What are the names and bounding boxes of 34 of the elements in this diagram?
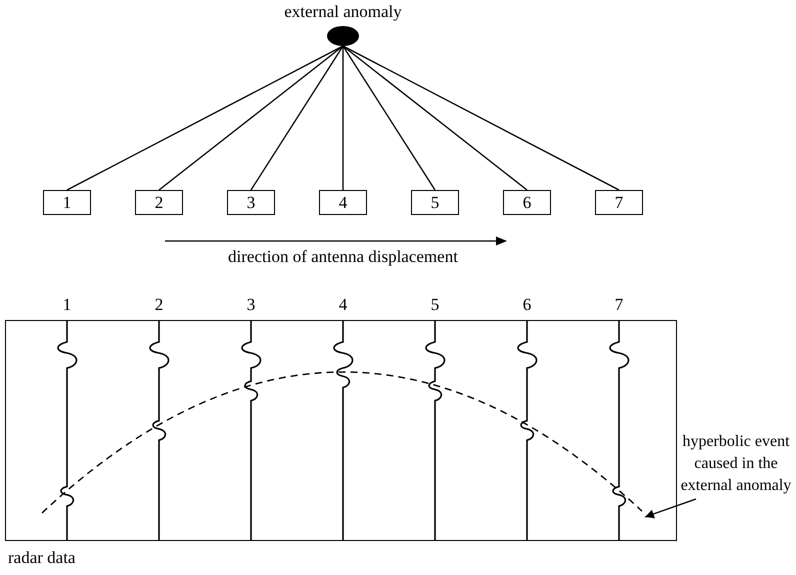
trace-number: 1 bbox=[62, 295, 72, 315]
panel-caption: radar data bbox=[8, 548, 76, 568]
trace-number: 4 bbox=[338, 295, 348, 315]
position-number: 7 bbox=[614, 192, 624, 212]
trace-number: 2 bbox=[154, 295, 164, 315]
antenna-position-box bbox=[319, 190, 367, 215]
connector-line bbox=[342, 46, 436, 190]
antenna-position-box bbox=[43, 190, 91, 215]
position-number: 5 bbox=[430, 192, 440, 212]
hyperbola-curve bbox=[41, 370, 642, 514]
trace-number: 5 bbox=[430, 295, 440, 315]
antenna-position-box bbox=[595, 190, 643, 215]
trace-number: 6 bbox=[522, 295, 532, 315]
callout-text: hyperbolic event caused in the external anomaly bbox=[680, 432, 792, 496]
antenna-position-box bbox=[135, 190, 183, 215]
connector-line bbox=[342, 45, 620, 191]
connector-line bbox=[66, 45, 344, 191]
direction-label: direction of antenna displacement bbox=[227, 247, 459, 267]
connector-line bbox=[342, 46, 344, 190]
connector-line bbox=[158, 45, 344, 191]
antenna-position-box bbox=[411, 190, 459, 215]
position-number: 1 bbox=[62, 192, 72, 212]
antenna-position-box bbox=[227, 190, 275, 215]
antenna-position-box bbox=[503, 190, 551, 215]
connector-line bbox=[250, 46, 344, 190]
trace-number: 7 bbox=[614, 295, 624, 315]
trace-number: 3 bbox=[246, 295, 256, 315]
leader-arrow bbox=[644, 498, 696, 518]
position-number: 2 bbox=[154, 192, 164, 212]
anomaly-label: external anomaly bbox=[283, 2, 403, 22]
position-number: 3 bbox=[246, 192, 256, 212]
position-number: 4 bbox=[338, 192, 348, 212]
connector-line bbox=[342, 45, 528, 191]
position-number: 6 bbox=[522, 192, 532, 212]
